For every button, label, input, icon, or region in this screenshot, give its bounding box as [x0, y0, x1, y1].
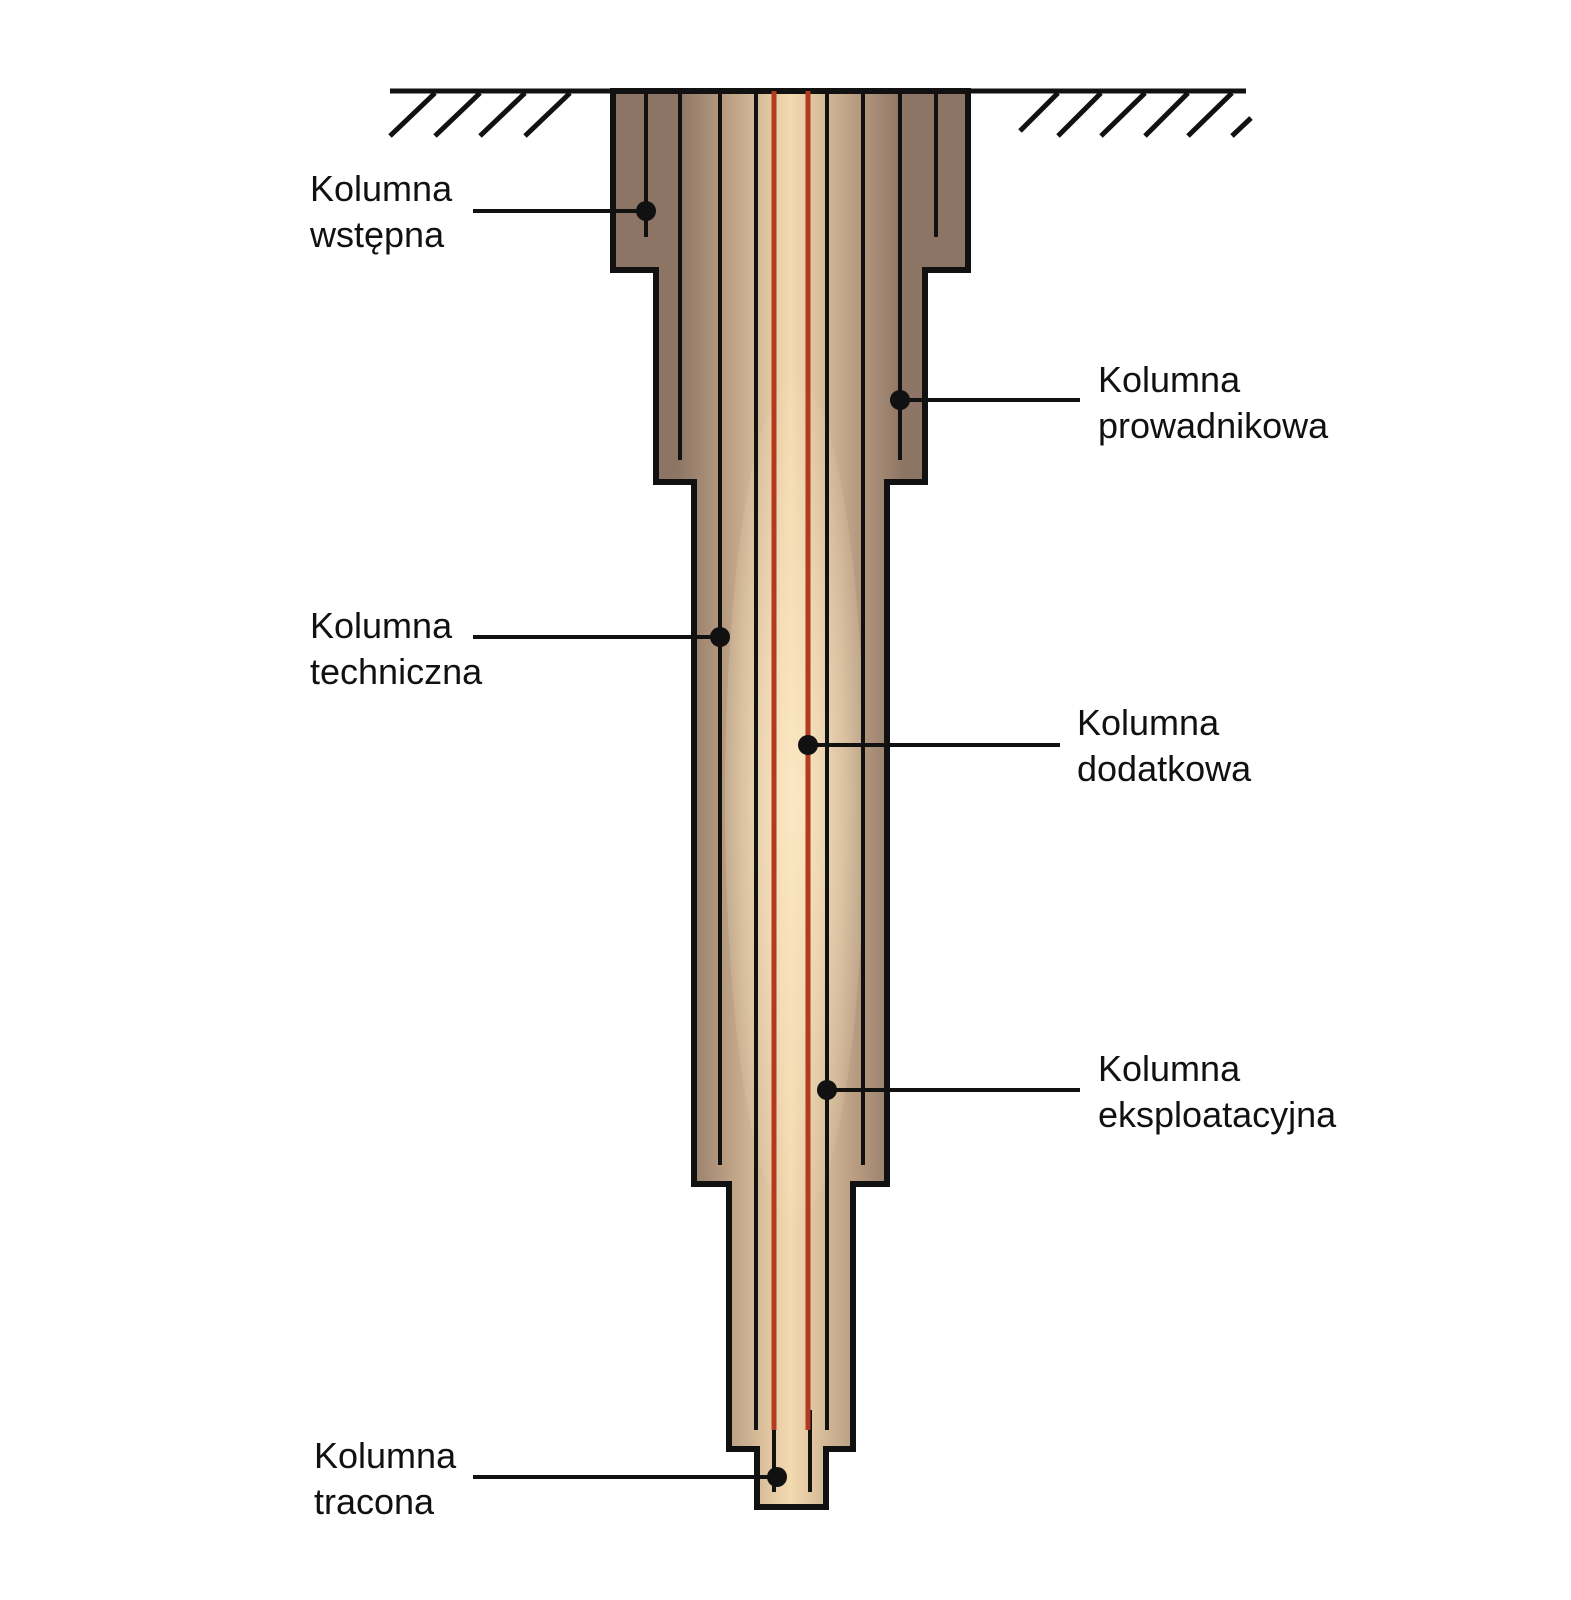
- tubing-string: [771, 91, 811, 1430]
- ground-hatching-left: [388, 91, 572, 138]
- ground-hatching-right: [1018, 91, 1253, 138]
- label-prowadnikowa-line1: Kolumna: [1098, 359, 1241, 400]
- label-wstepna-line2: wstępna: [310, 214, 445, 255]
- core-glow: [725, 380, 865, 1220]
- label-eksploatacyjna-line2: eksploatacyjna: [1098, 1094, 1337, 1135]
- label-kolumna-tracona: Kolumna tracona: [314, 1433, 456, 1525]
- label-kolumna-eksploatacyjna: Kolumna eksploatacyjna: [1098, 1046, 1336, 1138]
- label-kolumna-wstepna: Kolumna wstępna: [310, 166, 452, 258]
- label-kolumna-techniczna: Kolumna techniczna: [310, 603, 482, 695]
- label-prowadnikowa-line2: prowadnikowa: [1098, 405, 1329, 446]
- label-dodatkowa-line2: dodatkowa: [1077, 748, 1252, 789]
- leader-prowadnikowa: [890, 390, 1080, 410]
- label-kolumna-dodatkowa: Kolumna dodatkowa: [1077, 700, 1251, 792]
- label-eksploatacyjna-line1: Kolumna: [1098, 1048, 1241, 1089]
- label-techniczna-line2: techniczna: [310, 651, 483, 692]
- leader-eksploatacyjna: [817, 1080, 1080, 1100]
- leader-techniczna: [473, 627, 730, 647]
- label-kolumna-prowadnikowa: Kolumna prowadnikowa: [1098, 357, 1328, 449]
- label-wstepna-line1: Kolumna: [310, 168, 453, 209]
- leader-wstepna: [473, 201, 656, 221]
- label-tracona-line1: Kolumna: [314, 1435, 457, 1476]
- label-dodatkowa-line1: Kolumna: [1077, 702, 1220, 743]
- label-tracona-line2: tracona: [314, 1481, 435, 1522]
- leader-dodatkowa: [798, 735, 1060, 755]
- label-techniczna-line1: Kolumna: [310, 605, 453, 646]
- leader-tracona: [473, 1467, 787, 1487]
